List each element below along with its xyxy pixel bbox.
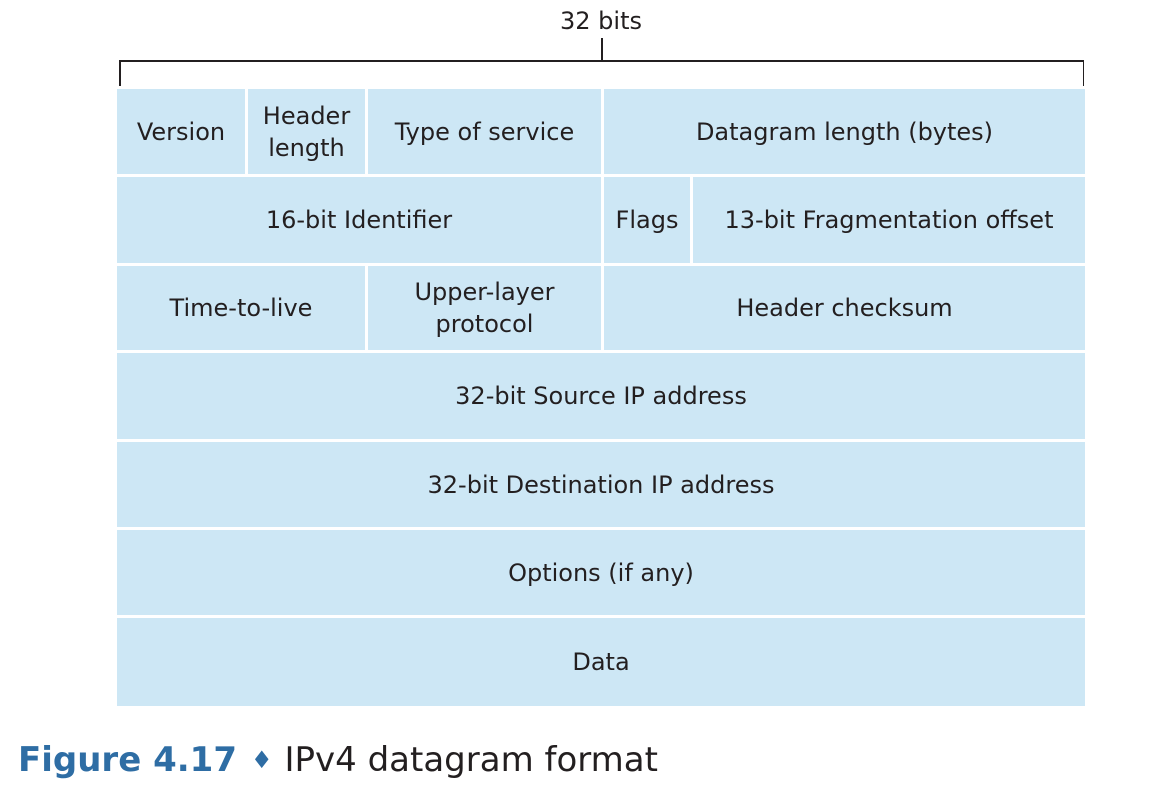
field-version: Version — [117, 89, 245, 174]
bracket-right-end — [1082, 60, 1084, 86]
field-type-of-service: Type of service — [368, 89, 601, 174]
width-bracket — [119, 38, 1084, 86]
field-datagram-length: Datagram length (bytes) — [604, 89, 1085, 174]
bracket-tick — [601, 38, 603, 60]
field-fragmentation-offset: 13-bit Fragmentation offset — [693, 177, 1085, 263]
bracket-left-end — [119, 60, 121, 86]
caption-separator: ♦ — [250, 746, 273, 774]
field-flags: Flags — [604, 177, 690, 263]
field-destination-ip: 32-bit Destination IP address — [117, 442, 1085, 527]
field-header-checksum: Header checksum — [604, 266, 1085, 350]
figure-caption: Figure 4.17 ♦ IPv4 datagram format — [18, 736, 658, 784]
figure-number: Figure 4.17 — [18, 740, 237, 780]
field-header-length: Header length — [248, 89, 365, 174]
field-identifier: 16-bit Identifier — [117, 177, 601, 263]
bits-width-label: 32 bits — [560, 7, 642, 35]
field-upper-layer-protocol: Upper-layer protocol — [368, 266, 601, 350]
field-time-to-live: Time-to-live — [117, 266, 365, 350]
field-data: Data — [117, 618, 1085, 706]
bracket-top-line — [119, 60, 1084, 62]
figure-title: IPv4 datagram format — [284, 740, 658, 780]
field-options: Options (if any) — [117, 530, 1085, 615]
field-source-ip: 32-bit Source IP address — [117, 353, 1085, 439]
